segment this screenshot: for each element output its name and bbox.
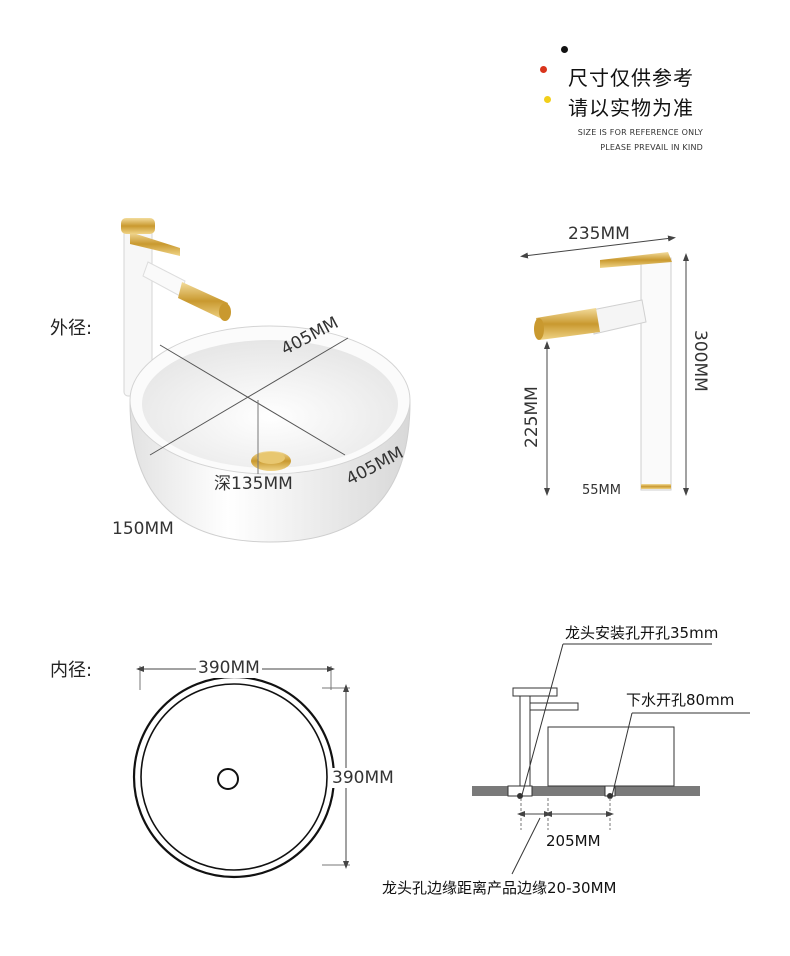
hole-spacing: 205MM bbox=[546, 832, 601, 850]
basin-depth: 深135MM bbox=[214, 474, 293, 494]
bullet-black-icon bbox=[561, 46, 568, 53]
faucet-base-width: 55MM bbox=[582, 483, 621, 498]
edge-distance-note: 龙头孔边缘距离产品边缘20-30MM bbox=[382, 879, 617, 897]
basin-height: 150MM bbox=[112, 519, 174, 539]
outer-diameter-label: 外径: bbox=[50, 318, 93, 339]
note-en-line2: PLEASE PREVAIL IN KIND bbox=[600, 143, 703, 152]
faucet-spout-height: 225MM bbox=[522, 386, 542, 448]
faucet-height: 300MM bbox=[690, 330, 710, 392]
inner-top-view bbox=[132, 666, 350, 879]
inner-height: 390MM bbox=[330, 768, 396, 788]
inner-width: 390MM bbox=[196, 658, 262, 678]
inner-diameter-label: 内径: bbox=[50, 660, 93, 681]
bullet-yellow-icon bbox=[544, 96, 551, 103]
note-prevail-in-kind: 请以实物为准 bbox=[568, 96, 694, 120]
basin-faucet bbox=[121, 218, 231, 397]
drain-hole-note: 下水开孔80mm bbox=[626, 691, 735, 709]
faucet-elevation bbox=[520, 235, 689, 496]
install-section bbox=[472, 643, 750, 875]
note-en-line1: SIZE IS FOR REFERENCE ONLY bbox=[577, 128, 703, 137]
faucet-hole-note: 龙头安装孔开孔35mm bbox=[565, 624, 719, 642]
bullet-red-icon bbox=[540, 66, 547, 73]
note-reference-only: 尺寸仅供参考 bbox=[568, 66, 694, 90]
basin-photo bbox=[121, 218, 411, 543]
faucet-width: 235MM bbox=[568, 224, 630, 244]
